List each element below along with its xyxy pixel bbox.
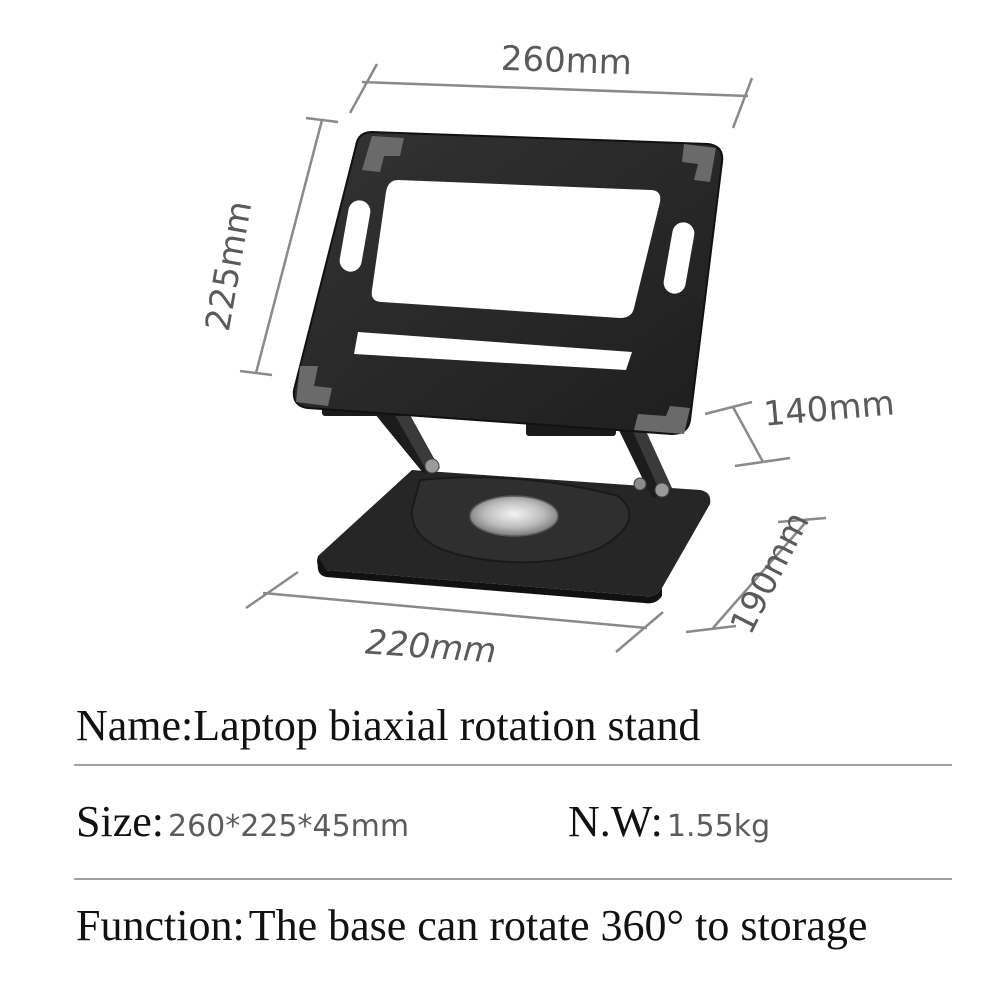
function-row: Function: The base can rotate 360° to st…	[76, 900, 867, 951]
size-row: Size: 260*225*45mm	[76, 796, 409, 847]
divider-2	[74, 878, 952, 880]
dimension-lift: 140mm	[704, 383, 896, 468]
dimension-width: 260mm	[348, 39, 754, 129]
name-row: Name:Laptop biaxial rotation stand	[76, 700, 700, 751]
stand-base	[317, 470, 711, 604]
dimension-base-depth-label: 190mm	[723, 506, 818, 641]
stand-tray	[292, 130, 724, 436]
dimension-width-label: 260mm	[500, 39, 632, 84]
dimension-base-width-label: 220mm	[364, 623, 498, 672]
function-value: The base can rotate 360° to storage	[248, 901, 868, 950]
weight-value: 1.55kg	[666, 809, 771, 844]
dimension-base-width: 220mm	[245, 570, 664, 672]
rotation-knob	[469, 495, 559, 537]
size-label: Size:	[76, 797, 164, 846]
size-value: 260*225*45mm	[167, 809, 410, 844]
dimension-base-depth: 190mm	[685, 506, 827, 641]
divider-1	[74, 764, 952, 766]
weight-label: N.W:	[568, 797, 663, 846]
name-label: Name:	[76, 701, 194, 750]
function-label: Function:	[76, 901, 245, 950]
dimension-height-label: 225mm	[198, 198, 260, 334]
name-value: Laptop biaxial rotation stand	[193, 701, 701, 750]
dimension-lift-label: 140mm	[762, 383, 896, 434]
product-diagram: 260mm 225mm 140mm 190mm 220mm	[198, 39, 896, 672]
weight-row: N.W: 1.55kg	[568, 796, 770, 847]
